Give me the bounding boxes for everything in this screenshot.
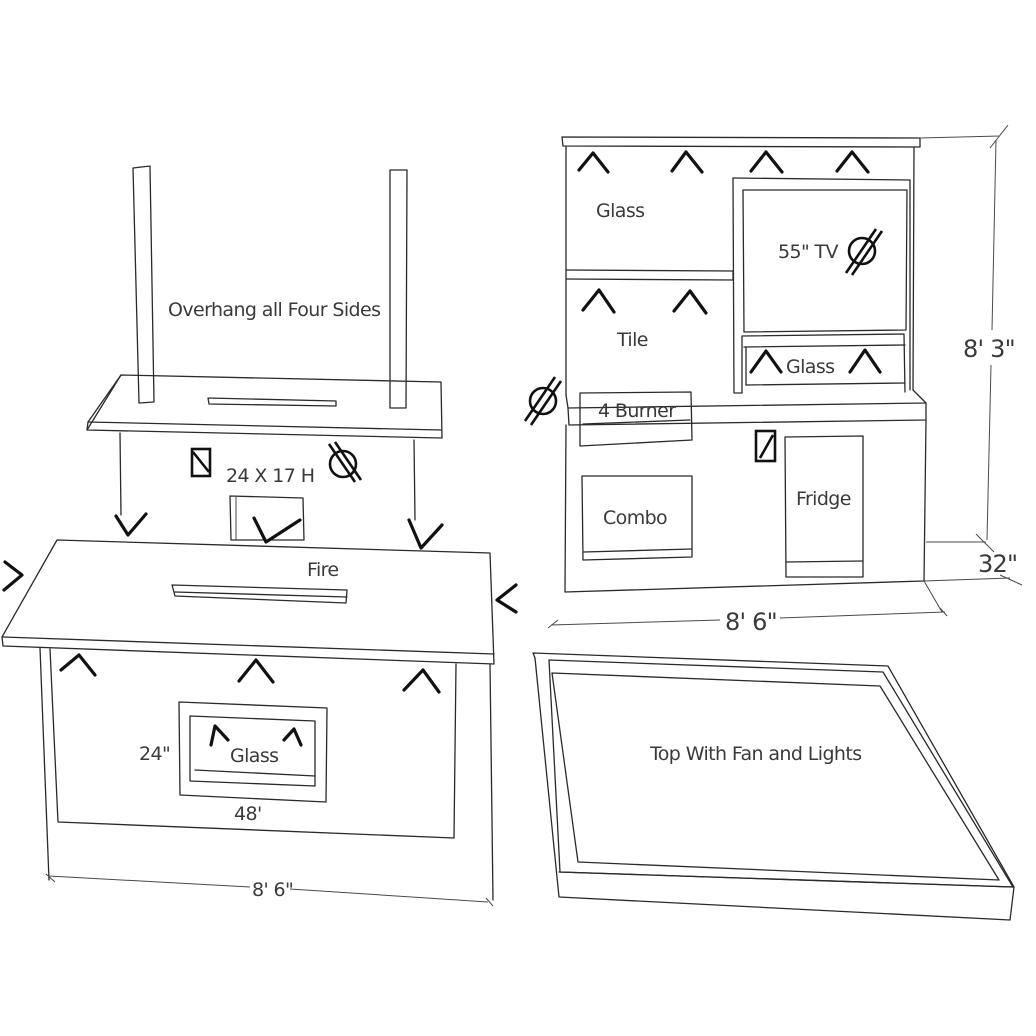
roof-panel: Top With Fan and Lights	[532, 652, 1015, 921]
up-light-icon	[209, 724, 230, 747]
dimension-line	[48, 875, 489, 903]
overall-width-dimension: 8' 6"	[252, 879, 293, 901]
upper-glass-label: Glass	[596, 200, 644, 222]
down-light-icon	[114, 512, 148, 537]
pergola-post-left	[132, 165, 155, 404]
up-light-icon	[59, 653, 97, 677]
height-dimension: 8' 3"	[963, 335, 1015, 363]
up-light-icon	[749, 150, 784, 174]
lower-glass-label: Glass	[786, 356, 834, 378]
up-light-icon	[749, 349, 783, 374]
up-light-icon	[237, 658, 275, 684]
width-dimension: 8' 6"	[725, 608, 777, 636]
fridge	[784, 435, 864, 578]
tile-label: Tile	[616, 329, 648, 351]
up-light-icon	[282, 727, 303, 747]
duplex-outlet-icon	[844, 228, 884, 276]
burner-label: 4 Burner	[598, 400, 676, 422]
burner-unit	[579, 391, 693, 447]
counter-height-dimension: 32"	[978, 550, 1017, 578]
up-light-icon	[402, 668, 441, 694]
fire-burner	[171, 584, 348, 604]
height-dimension: 24"	[139, 743, 170, 765]
pergola-slot	[207, 397, 337, 407]
fire-island: Fire Glass 24" 48' 8' 6"	[1, 539, 495, 907]
glass-frame	[178, 701, 328, 803]
combo-appliance	[581, 475, 693, 561]
duplex-outlet-icon	[523, 376, 563, 426]
wall-cap	[561, 136, 921, 148]
island-top	[1, 539, 495, 665]
fridge-label: Fridge	[796, 488, 851, 510]
tv-label: 55" TV	[778, 241, 839, 263]
fire-label: Fire	[307, 559, 339, 581]
duplex-outlet-icon	[327, 441, 363, 483]
width-dimension: 48'	[234, 803, 262, 825]
pergola-beam-top	[86, 374, 443, 439]
opening-dimension-label: 24 X 17 H	[226, 465, 314, 487]
up-light-icon	[670, 150, 704, 174]
up-light-icon	[577, 151, 610, 174]
island-front-panel	[49, 648, 457, 839]
up-light-icon	[672, 289, 708, 315]
up-light-icon	[581, 288, 616, 314]
height-dim-line	[986, 139, 997, 541]
up-light-icon	[835, 150, 870, 174]
pergola-post-right	[389, 169, 408, 409]
roof-label: Top With Fan and Lights	[649, 743, 862, 765]
tv-frame	[742, 189, 908, 333]
combo-label: Combo	[603, 507, 667, 529]
opening: 24 X 17 H	[226, 465, 315, 541]
bar-wall: Glass 55" TV Tile Glass 4 Burner Combo F…	[547, 124, 1023, 636]
side-light-icon	[2, 560, 24, 592]
up-light-icon	[848, 348, 882, 374]
side-light-icon	[495, 583, 518, 614]
pergola: Overhang all Four Sides	[86, 165, 443, 521]
switch-icon	[754, 429, 777, 463]
glass-label: Glass	[230, 745, 278, 767]
down-light-icon	[407, 518, 444, 550]
switch-icon	[190, 447, 212, 478]
overhang-label: Overhang all Four Sides	[168, 299, 380, 321]
down-light-icon	[252, 516, 302, 544]
